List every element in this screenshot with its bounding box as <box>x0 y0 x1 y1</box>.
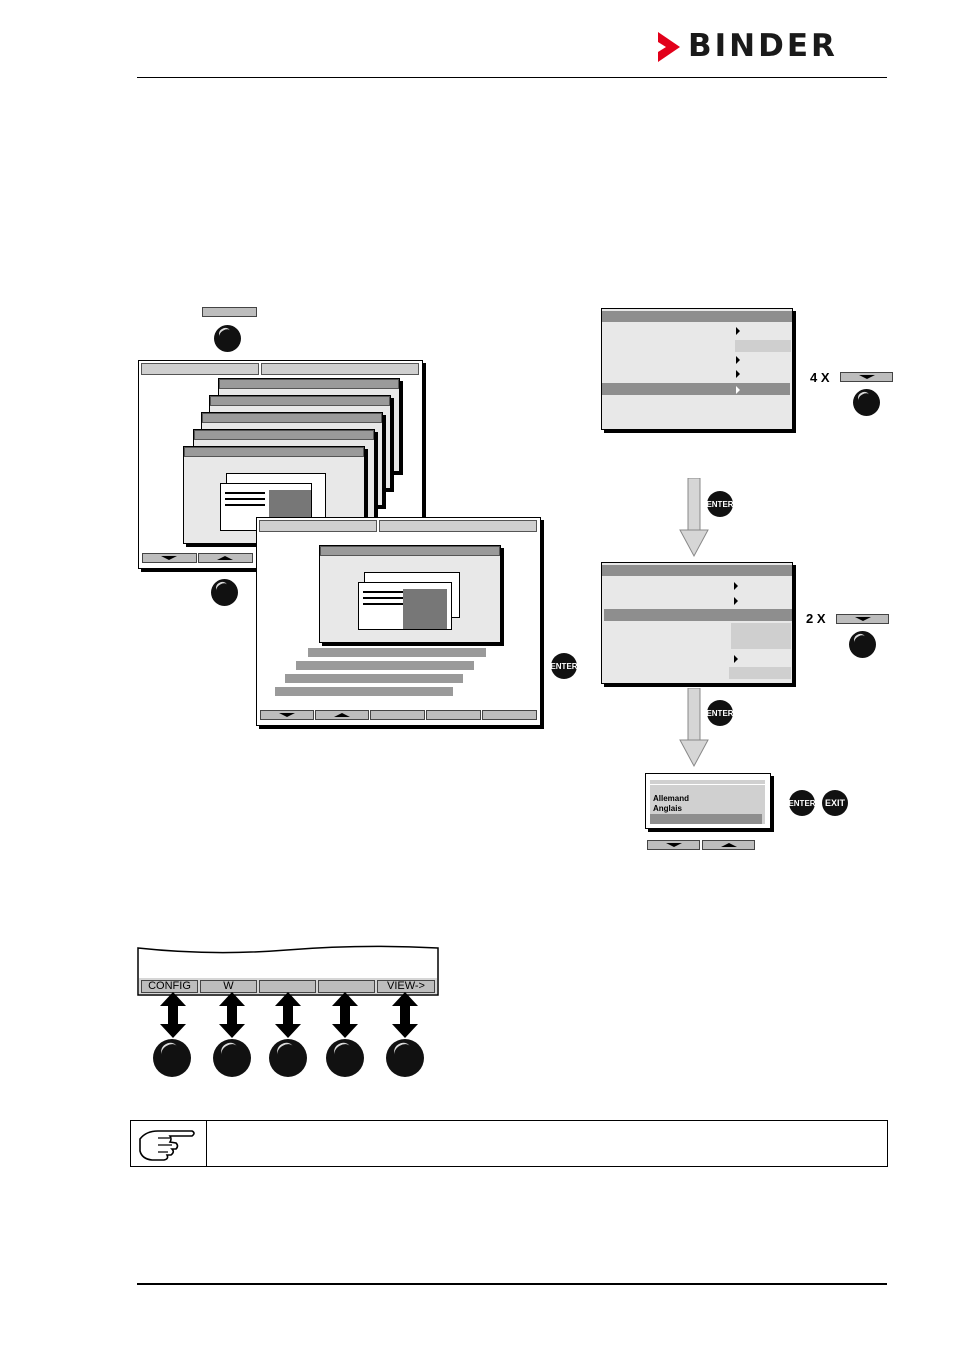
screen-tab <box>261 363 419 375</box>
function-key-label: CONFIG <box>148 980 191 992</box>
enter-key[interactable]: ENTER <box>706 700 734 726</box>
language-item[interactable]: Anglais <box>653 804 682 813</box>
function-key-label: VIEW-> <box>386 980 425 992</box>
binder-logo: BINDER <box>656 28 888 64</box>
soft-key-up[interactable] <box>198 553 253 563</box>
language-item-selected[interactable] <box>650 814 762 824</box>
soft-key[interactable] <box>202 307 257 317</box>
double-arrow-icon <box>679 688 709 768</box>
soft-key-down[interactable] <box>142 553 197 563</box>
soft-key-up[interactable] <box>315 710 369 720</box>
knob-icon[interactable] <box>849 631 876 658</box>
footer-rule <box>137 1283 887 1285</box>
knob-icon[interactable] <box>153 1039 191 1077</box>
screen-front <box>256 517 541 726</box>
menu-screen-1 <box>601 308 793 430</box>
binder-logo-icon <box>658 32 680 62</box>
knob-icon[interactable] <box>326 1039 364 1077</box>
enter-key[interactable]: ENTER <box>706 491 734 517</box>
soft-key-down[interactable] <box>647 840 700 850</box>
screen-tab <box>379 520 537 532</box>
screen-tab <box>259 520 377 532</box>
soft-key[interactable] <box>482 710 537 720</box>
double-arrow-icon <box>160 992 418 1038</box>
function-key-2[interactable] <box>200 980 257 993</box>
knob-icon[interactable] <box>213 1039 251 1077</box>
enter-key[interactable]: ENTER <box>788 790 816 816</box>
screen-tab <box>141 363 259 375</box>
function-key-3[interactable] <box>259 980 316 993</box>
menu-entry-bar <box>308 648 486 657</box>
repeat-count: 4 X <box>810 370 830 385</box>
note-box <box>130 1120 888 1167</box>
function-key-5[interactable] <box>377 980 435 993</box>
knob-icon[interactable] <box>386 1039 424 1077</box>
header-rule <box>137 77 887 78</box>
exit-key[interactable]: EXIT <box>822 790 848 816</box>
soft-key[interactable] <box>370 710 425 720</box>
brand-name: BINDER <box>688 28 838 64</box>
soft-key-down[interactable] <box>840 372 893 382</box>
menu-screen-2 <box>601 562 793 684</box>
pointing-hand-icon <box>139 1130 195 1161</box>
repeat-count: 2 X <box>806 611 826 626</box>
knob-icon[interactable] <box>269 1039 307 1077</box>
function-key-1[interactable] <box>141 980 198 993</box>
soft-key-down[interactable] <box>836 614 889 624</box>
enter-key[interactable]: ENTER <box>550 653 578 679</box>
soft-key-down[interactable] <box>260 710 314 720</box>
function-key-label: W <box>223 980 234 992</box>
knob-icon[interactable] <box>211 579 238 606</box>
menu-entry-bar <box>275 687 453 696</box>
language-list: Allemand Anglais <box>645 773 771 829</box>
function-key-4[interactable] <box>318 980 375 993</box>
knob-icon[interactable] <box>853 389 880 416</box>
knob-icon[interactable] <box>214 325 241 352</box>
soft-key-up[interactable] <box>702 840 755 850</box>
menu-row-selected[interactable] <box>602 383 790 395</box>
menu-entry-bar <box>296 661 474 670</box>
menu-row-selected[interactable] <box>604 609 792 621</box>
double-arrow-icon <box>679 478 709 558</box>
soft-key[interactable] <box>426 710 481 720</box>
language-item[interactable]: Allemand <box>653 794 690 803</box>
dialog-window <box>319 545 501 643</box>
menu-entry-bar <box>285 674 463 683</box>
